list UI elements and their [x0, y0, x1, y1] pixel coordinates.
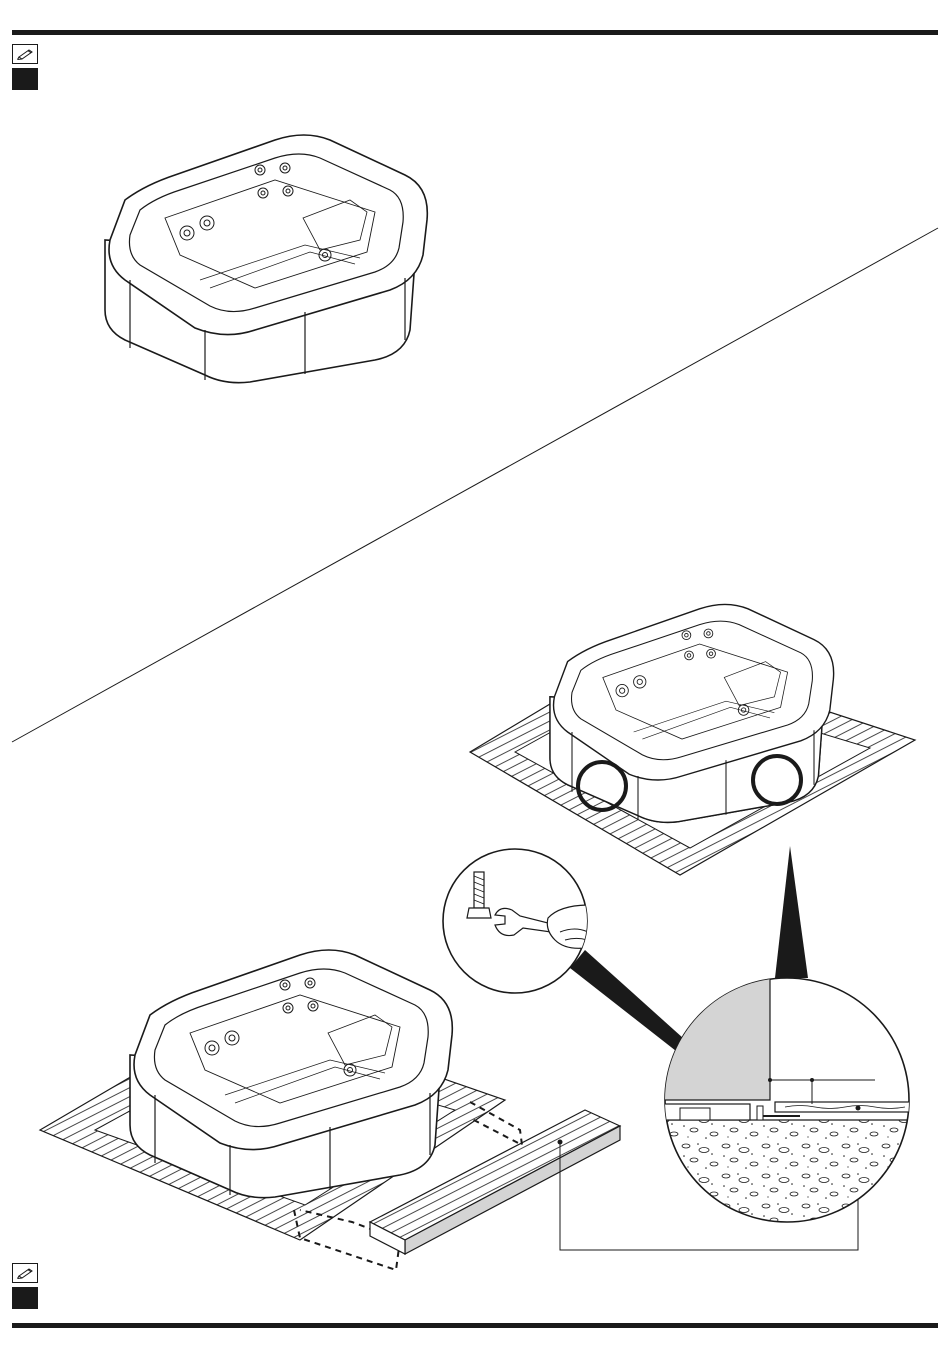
spa-on-deck-figure: [470, 604, 915, 875]
cross-section-detail-figure: [650, 975, 920, 1230]
spa-standalone-figure: [105, 135, 427, 383]
wrench-detail-figure: [443, 849, 665, 993]
spa-install-deck-figure: [40, 950, 620, 1270]
pointer-wedge-right: [775, 846, 808, 978]
hand-icon: [547, 905, 665, 949]
